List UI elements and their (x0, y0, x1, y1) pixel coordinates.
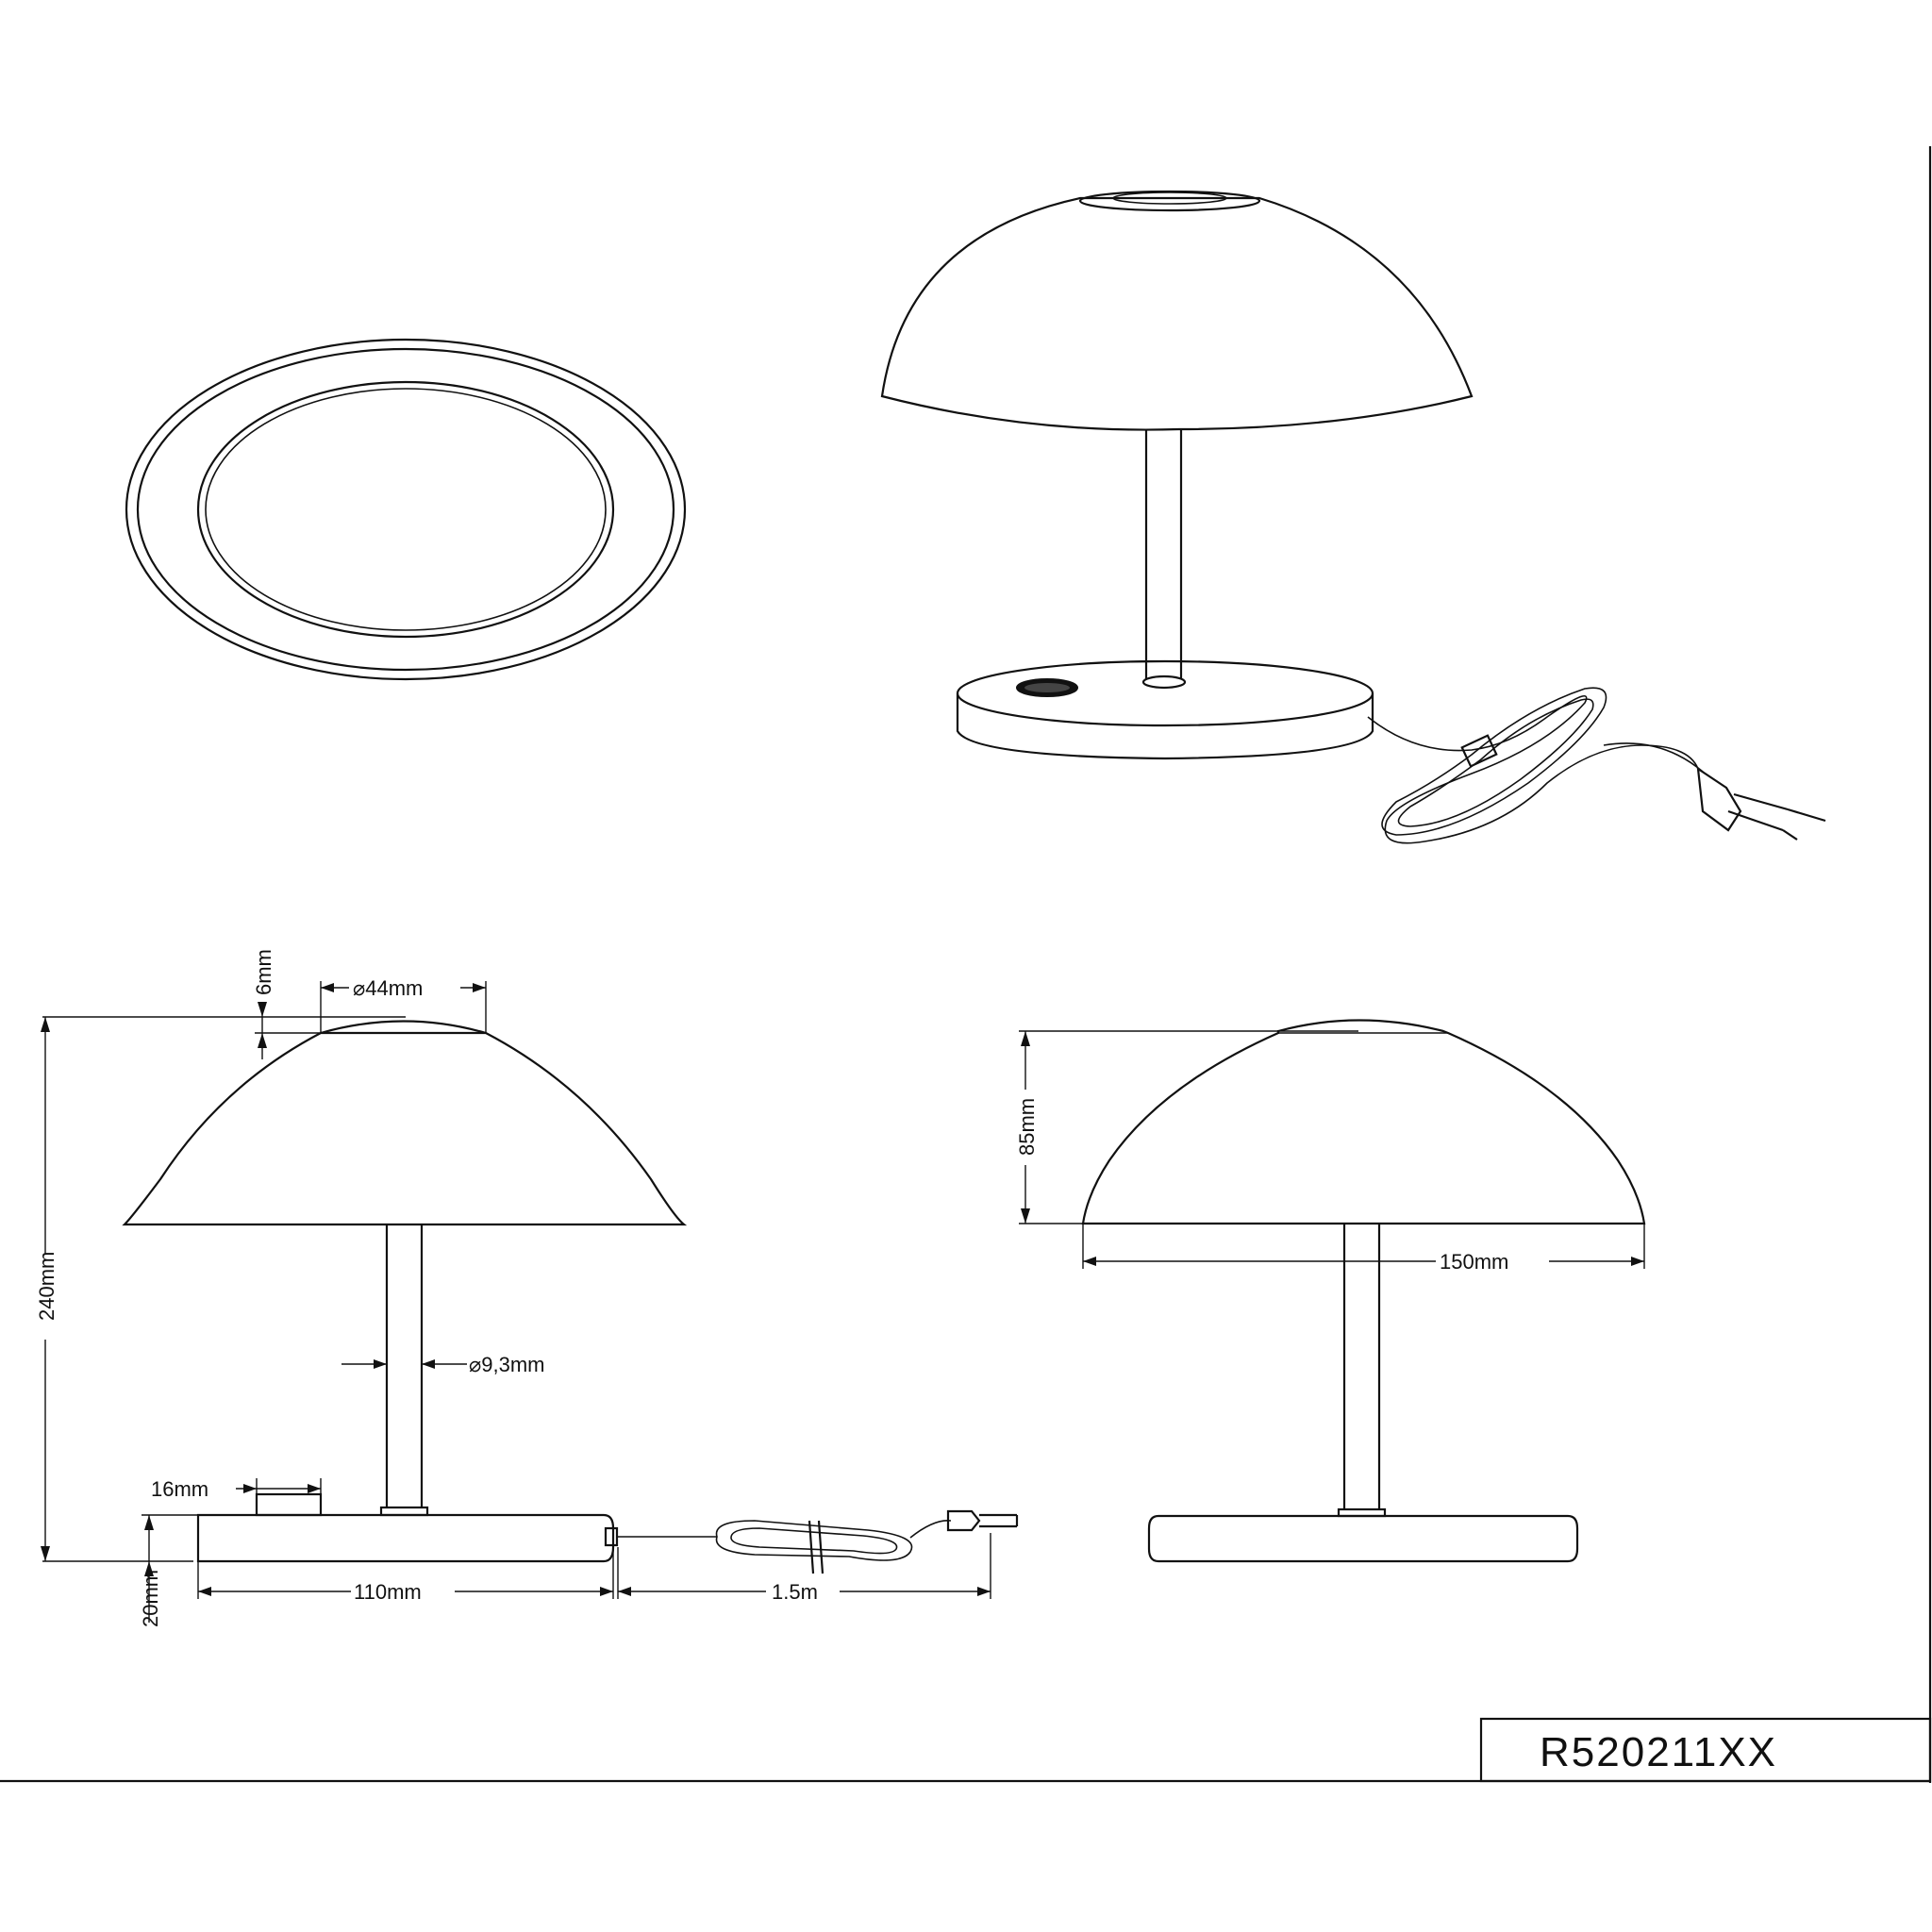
front-base-cable-port (604, 1526, 619, 1547)
label-shade-height: 85mm (1015, 1098, 1039, 1156)
perspective-switch-inner (1024, 683, 1070, 692)
perspective-stem-collar (1141, 675, 1187, 690)
perspective-plug-icon (1696, 766, 1826, 841)
perspective-shade (880, 196, 1474, 431)
perspective-cable-coil (1381, 687, 1607, 836)
product-code: R520211XX (1540, 1729, 1777, 1775)
label-top-diameter: ⌀44mm (353, 976, 423, 1000)
front-shade-top-cap (320, 1020, 487, 1035)
label-base-width: 110mm (354, 1580, 422, 1604)
front-cable-coil-2 (730, 1527, 898, 1555)
front-base (196, 1513, 615, 1563)
label-switch-width: 16mm (151, 1477, 208, 1501)
front-stem-collar (379, 1506, 429, 1517)
top-view (125, 338, 687, 681)
side-shade (1081, 1019, 1646, 1225)
top-view-outer-ring-inner-edge (136, 347, 675, 672)
perspective-view (880, 190, 1826, 844)
perspective-shade-top-cap-inner (1112, 192, 1227, 205)
label-total-height: 240mm (35, 1252, 58, 1321)
front-plug-icon (946, 1509, 1019, 1532)
perspective-cable-tie (1460, 734, 1498, 768)
perspective-base-side (956, 693, 1374, 760)
dim-top-height-arrow-b (258, 1033, 267, 1048)
title-block-frame (1479, 1717, 1932, 1783)
top-view-inner-disc (196, 380, 615, 639)
perspective-base-top (956, 659, 1374, 727)
top-view-outer-ring (125, 338, 687, 681)
perspective-shade-top-cap (1078, 190, 1261, 212)
front-shade (122, 1031, 688, 1226)
front-elevation: 240mm 6mm ⌀44mm ⌀9,3mm 16mm 20mm (34, 949, 1019, 1627)
front-cable-tie (808, 1520, 824, 1574)
front-cable-coil (715, 1520, 913, 1561)
front-switch (255, 1492, 323, 1517)
top-view-inner-disc-edge (205, 388, 607, 631)
perspective-cable-coil-2 (1397, 698, 1594, 827)
dim-top-height-arrow-a (258, 1002, 267, 1017)
label-cable-length: 1.5m (772, 1580, 818, 1604)
label-shade-diameter: 150mm (1440, 1250, 1508, 1274)
dim-total-height-arrow-bottom (41, 1546, 50, 1561)
front-cable-tail (909, 1520, 952, 1539)
side-base (1147, 1514, 1579, 1563)
perspective-cable-tail (1603, 742, 1704, 773)
label-top-height: 6mm (252, 949, 275, 995)
label-base-height: 20mm (139, 1570, 162, 1627)
side-elevation: 85mm 150mm (1015, 1019, 1646, 1563)
title-block: R520211XX (1479, 1717, 1932, 1783)
dim-total-height-arrow-top (41, 1017, 50, 1032)
label-stem-diameter: ⌀9,3mm (469, 1353, 544, 1376)
